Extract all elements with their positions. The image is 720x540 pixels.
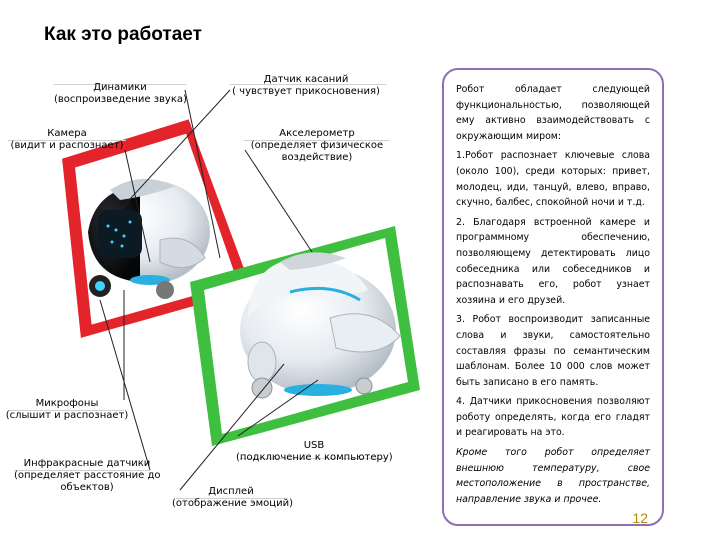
label-usb-desc: (подключение к компьютеру) bbox=[236, 452, 392, 464]
label-microphones: Микрофоны (слышит и распознает) bbox=[4, 398, 130, 422]
label-accelerometer-desc1: (определяет физическое bbox=[244, 140, 390, 152]
label-accelerometer-name: Акселерометр bbox=[244, 128, 390, 140]
label-touch-sensor-desc: ( чувствует прикосновения) bbox=[226, 86, 386, 98]
panel-point-1: 1.Робот распознает ключевые слова (около… bbox=[456, 148, 650, 210]
label-camera: Камера (видит и распознает) bbox=[4, 128, 130, 152]
label-ir-sensors-desc2: объектов) bbox=[14, 482, 160, 494]
panel-point-3: 3. Робот воспроизводит записанные слова … bbox=[456, 312, 650, 390]
label-microphones-desc: (слышит и распознает) bbox=[4, 410, 130, 422]
label-touch-sensor: Датчик касаний ( чувствует прикосновения… bbox=[226, 74, 386, 98]
page-number: 12 bbox=[632, 510, 648, 526]
label-display: Дисплей (отображение эмоций) bbox=[172, 486, 290, 510]
label-camera-name: Камера bbox=[4, 128, 130, 140]
label-display-name: Дисплей bbox=[172, 486, 290, 498]
label-speakers-desc: (воспроизведение звука) bbox=[54, 94, 186, 106]
label-microphones-name: Микрофоны bbox=[4, 398, 130, 410]
label-speakers: Динамики (воспроизведение звука) bbox=[54, 82, 186, 106]
label-accelerometer: Акселерометр (определяет физическое возд… bbox=[244, 128, 390, 164]
label-ir-sensors-name: Инфракрасные датчики bbox=[14, 458, 160, 470]
label-speakers-name: Динамики bbox=[54, 82, 186, 94]
label-usb: USB (подключение к компьютеру) bbox=[236, 440, 392, 464]
label-camera-desc: (видит и распознает) bbox=[4, 140, 130, 152]
description-text: Робот обладает следующей функциональност… bbox=[456, 82, 650, 511]
label-ir-sensors-desc1: (определяет расстояние до bbox=[14, 470, 160, 482]
panel-intro: Робот обладает следующей функциональност… bbox=[456, 82, 650, 144]
panel-point-4: 4. Датчики прикосновения позволяют робот… bbox=[456, 394, 650, 441]
label-usb-name: USB bbox=[236, 440, 392, 452]
label-display-desc: (отображение эмоций) bbox=[172, 498, 290, 510]
label-ir-sensors: Инфракрасные датчики (определяет расстоя… bbox=[14, 458, 160, 494]
panel-extra: Кроме того робот определяет внешнюю темп… bbox=[456, 445, 650, 507]
label-touch-sensor-name: Датчик касаний bbox=[226, 74, 386, 86]
panel-point-2: 2. Благодаря встроенной камере и програм… bbox=[456, 215, 650, 309]
label-accelerometer-desc2: воздействие) bbox=[244, 152, 390, 164]
